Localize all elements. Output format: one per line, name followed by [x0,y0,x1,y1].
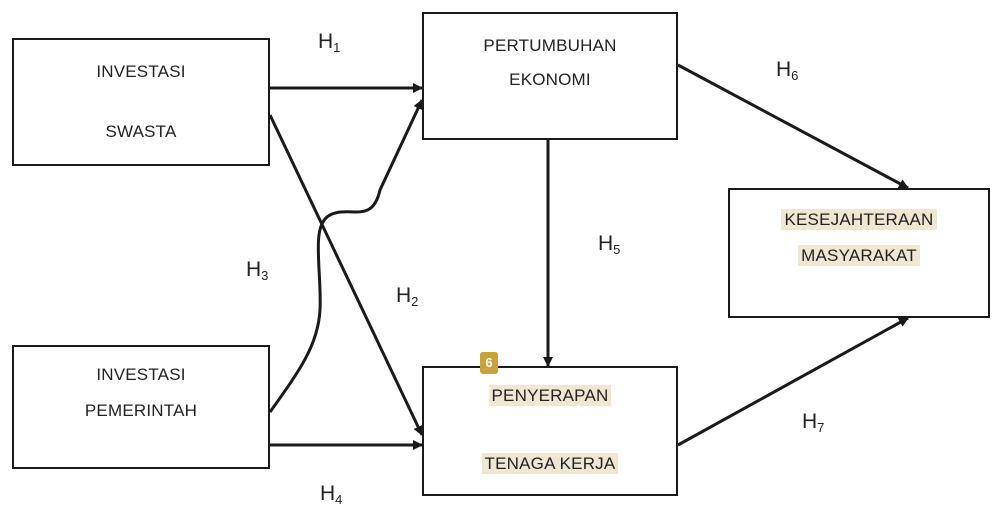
arrow-h6 [677,63,909,190]
hypothesis-label-h6: H6 [776,58,798,83]
h4-number: 4 [335,492,343,507]
node-penyerapan-tenaga-kerja-line1: PENYERAPAN [424,385,676,406]
node-investasi-swasta-line2: SWASTA [105,122,177,141]
h1-letter: H [318,30,334,53]
node-investasi-pemerintah-line2: PEMERINTAH [84,401,198,420]
arrow-h2 [268,114,424,436]
hypothesis-label-h7: H7 [802,410,824,435]
node-kesejahteraan-masyarakat: KESEJAHTERAAN MASYARAKAT [728,188,990,318]
hypothesis-label-h5: H5 [598,232,620,257]
node-pertumbuhan-ekonomi-line1: PERTUMBUHAN [483,36,617,55]
hypothesis-label-h4: H4 [320,482,342,507]
h7-number: 7 [817,420,825,435]
h2-number: 2 [411,294,419,309]
h1-number: 1 [333,40,341,55]
node-kesejahteraan-line2: MASYARAKAT [730,245,988,266]
arrow-h3 [268,99,424,413]
node-pertumbuhan-ekonomi: PERTUMBUHAN EKONOMI [422,12,678,140]
node-kesejahteraan-line1: KESEJAHTERAAN [730,209,988,230]
hypothesis-label-h2: H2 [396,284,418,309]
node-pertumbuhan-ekonomi-line2: EKONOMI [509,70,591,89]
node-penyerapan-tenaga-kerja: PENYERAPAN TENAGA KERJA [422,366,678,496]
node-penyerapan-line1-text: PENYERAPAN [488,385,612,406]
node-kesejahteraan-line2-text: MASYARAKAT [798,245,920,266]
hypothesis-label-h1: H1 [318,30,340,55]
arrow-h7 [677,316,909,447]
node-investasi-swasta-line1: INVESTASI [96,62,186,81]
node-penyerapan-line2-text: TENAGA KERJA [481,453,619,474]
annotation-badge[interactable]: 6 [480,352,498,374]
node-investasi-pemerintah-line1: INVESTASI [96,365,186,384]
node-kesejahteraan-line1-text: KESEJAHTERAAN [781,209,937,230]
node-penyerapan-tenaga-kerja-line2: TENAGA KERJA [424,453,676,474]
node-investasi-pemerintah: INVESTASI PEMERINTAH [12,345,270,469]
h3-letter: H [246,258,262,281]
h4-letter: H [320,482,336,505]
h5-number: 5 [613,242,621,257]
h5-letter: H [598,232,614,255]
hypothesis-label-h3: H3 [246,258,268,283]
h6-letter: H [776,58,792,81]
h6-number: 6 [791,68,799,83]
h2-letter: H [396,284,412,307]
h3-number: 3 [261,268,269,283]
node-investasi-swasta: INVESTASI SWASTA [12,38,270,166]
h7-letter: H [802,410,818,433]
